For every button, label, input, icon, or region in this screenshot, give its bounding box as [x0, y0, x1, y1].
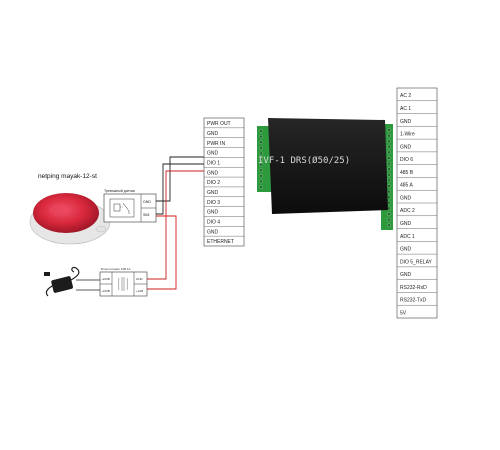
terminal-screw — [259, 162, 263, 167]
terminal-screw — [387, 223, 391, 227]
right-panel-row-gnd: GND — [400, 247, 412, 253]
left-panel-row-dio-2: DIO 2 — [207, 180, 220, 186]
left-panel-row-gnd: GND — [207, 190, 219, 196]
terminal-screw — [387, 212, 391, 216]
left-panel-row-pwr-out: PWR OUT — [207, 121, 231, 127]
left-terminal-panel: PWR OUT GND PWR IN GND DIO 1 GND DIO 2 GND DIO 3… — [203, 117, 245, 247]
right-panel-row-gnd: GND — [400, 195, 412, 201]
terminal-screw — [259, 129, 263, 133]
terminal-screw — [387, 201, 391, 205]
siren-lens-center — [49, 204, 71, 216]
device-label: IVF-1 DRS(Ø50/25) — [258, 155, 350, 166]
right-panel-row-gnd: GND — [400, 144, 412, 150]
terminal-screw — [387, 184, 391, 188]
wire-psu-gnd — [147, 170, 204, 280]
left-panel-row-gnd: GND — [207, 131, 219, 137]
terminal-screw — [387, 195, 391, 199]
right-panel-row-ac-2: AC 2 — [400, 93, 411, 99]
right-panel-row-dio-5-relay: DIO 5_RELAY — [400, 259, 433, 265]
terminal-screw — [387, 189, 391, 194]
right-panel-row-adc-2: ADC 2 — [400, 208, 415, 214]
adapter-brick — [51, 276, 73, 293]
right-panel-row-adc-1: ADC 1 — [400, 234, 415, 240]
right-panel-row-gnd: GND — [400, 221, 412, 227]
alarm-sensor-terminal-sim: SIM — [143, 213, 149, 217]
right-panel-row-485-b: 485 B — [400, 170, 414, 176]
terminal-screw — [387, 217, 391, 222]
left-panel-row-gnd: GND — [207, 210, 219, 216]
adapter-plug — [44, 272, 50, 276]
relay-coil — [113, 203, 121, 212]
terminal-screw — [387, 139, 391, 143]
left-panel-row-gnd: GND — [207, 229, 219, 235]
terminal-screw — [259, 134, 263, 139]
wire-sensor-dio — [156, 163, 204, 215]
right-panel-row-rs232-rxd: RS232-RxD — [400, 285, 427, 291]
left-panel-row-gnd: GND — [207, 151, 219, 157]
left-panel-row-dio-3: DIO 3 — [207, 200, 220, 206]
terminal-screw — [259, 157, 263, 161]
siren-mount-tab — [95, 225, 107, 233]
right-panel-row-1-wire: 1-Wire — [400, 132, 415, 138]
power-supply: Блок питания 12В 1А ~220В ~220В GND +12В — [99, 267, 148, 297]
left-panel-frame — [203, 117, 245, 247]
terminal-screw — [387, 145, 391, 149]
wires — [76, 156, 204, 291]
power-supply-out-gnd: GND — [136, 277, 144, 281]
terminal-screw — [387, 167, 391, 171]
left-panel-row-gnd: GND — [207, 170, 219, 176]
terminal-screw — [259, 185, 263, 189]
power-adapter — [44, 266, 80, 297]
alarm-sensor: Тревожный датчик GND SIM — [103, 189, 157, 223]
left-panel-row-dio-1: DIO 1 — [207, 160, 220, 166]
right-panel-row-rs232-txd: RS232-TxD — [400, 298, 427, 304]
terminal-screw — [387, 178, 391, 183]
terminal-screw — [259, 179, 263, 184]
terminal-screw — [387, 173, 391, 177]
transformer-secondary — [126, 277, 129, 291]
power-supply-in-2: ~220В — [101, 289, 110, 293]
power-supply-title: Блок питания 12В 1А — [101, 267, 130, 271]
terminal-screw — [387, 161, 391, 166]
left-panel-row-dio-4: DIO 4 — [207, 220, 220, 226]
right-panel-row-gnd: GND — [400, 272, 412, 278]
right-terminal-screws — [387, 128, 391, 227]
siren-title: netping mayak-12-st — [38, 173, 97, 180]
terminal-screw — [387, 133, 391, 138]
power-supply-in-1: ~220В — [101, 277, 110, 281]
terminal-screw — [387, 128, 391, 132]
left-panel-row-ethernet: ETHERNET — [207, 239, 234, 245]
wire-sensor-12v — [147, 215, 177, 290]
terminal-screw — [259, 168, 263, 172]
terminal-screw — [387, 156, 391, 160]
terminal-screw — [259, 146, 263, 150]
terminal-screw — [259, 174, 263, 178]
alarm-sensor-title: Тревожный датчик — [104, 189, 135, 193]
right-panel-row-gnd: GND — [400, 119, 412, 125]
alarm-sensor-terminal-gnd: GND — [143, 200, 151, 204]
adapter-cable — [70, 266, 80, 281]
power-supply-out-12v: +12В — [136, 289, 143, 293]
right-panel-row-ac-1: AC 1 — [400, 106, 411, 112]
right-panel-row-dio-6: DIO 6 — [400, 157, 413, 163]
terminal-screw — [259, 151, 263, 156]
right-panel-row-5v: 5V — [400, 310, 407, 316]
main-device: IVF-1 DRS(Ø50/25) — [257, 118, 393, 230]
relay-switch — [122, 202, 130, 212]
left-panel-row-pwr-in: PWR IN — [207, 141, 225, 147]
device-body — [268, 118, 388, 214]
terminal-screw — [387, 150, 391, 155]
siren-device: netping mayak-12-st — [29, 173, 111, 245]
left-terminal-screws — [259, 129, 263, 189]
terminal-screw — [259, 140, 263, 144]
transformer-primary — [117, 277, 120, 291]
right-panel-row-485-a: 485 A — [400, 183, 413, 189]
